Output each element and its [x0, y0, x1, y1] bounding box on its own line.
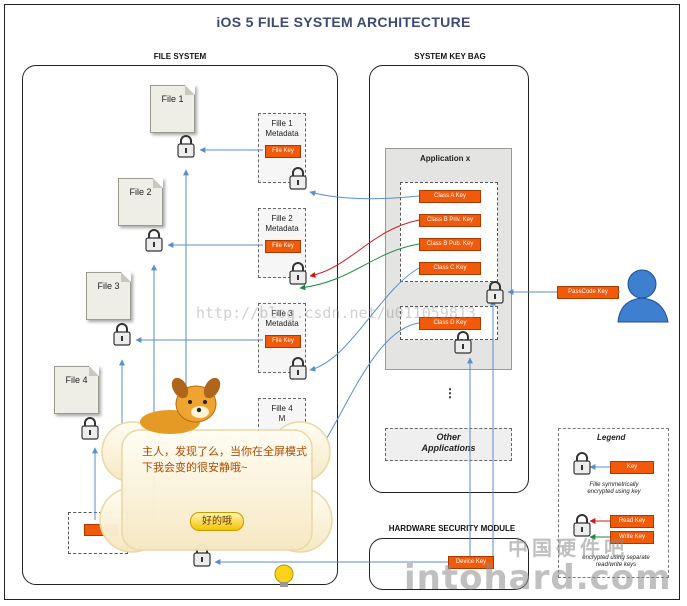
file-4-metadata-label: Fille 4 M: [271, 404, 293, 423]
class-c-key: Class C Key: [419, 262, 481, 275]
file-2-key: File Key: [265, 240, 301, 253]
dog-mascot: [140, 377, 221, 434]
legend-box: [558, 428, 669, 578]
file-2-document: File 2: [118, 178, 163, 226]
ellipsis: ⋮: [444, 386, 456, 400]
legend-write-key: Write Key: [610, 531, 654, 544]
legend-read-key: Read Key: [610, 515, 654, 528]
file-1-metadata-label: Fille 1 Metadata: [265, 119, 299, 138]
class-a-key: Class A Key: [419, 190, 481, 203]
site-watermark: intohard.com: [404, 558, 672, 598]
diagram-title: iOS 5 FILE SYSTEM ARCHITECTURE: [216, 14, 471, 30]
file-3-metadata-label: Fille 3 Metadata: [265, 309, 299, 328]
legend-title: Legend: [597, 433, 626, 442]
legend-text-2: encrypted using separate read/write keys: [582, 555, 650, 568]
file-3-document: File 3: [86, 272, 131, 320]
legend-text-1: Fille symmetrically encrypted using key: [587, 482, 641, 495]
file-3-metadata: Fille 3 Metadata File Key: [258, 303, 306, 373]
file-1-document: File 1: [150, 85, 195, 133]
file-1-label: File 1: [161, 94, 184, 104]
other-applications-box: Other Applications: [385, 428, 512, 461]
file-system-title: FILE SYSTEM: [153, 52, 207, 61]
class-d-key: Class D Key: [419, 317, 481, 330]
hsm-panel: [369, 538, 529, 590]
hsm-title: HARDWARE SECURITY MODULE: [388, 524, 516, 533]
file-2-metadata: Fille 2 Metadata File Key: [258, 208, 306, 278]
file-1-key: File Key: [265, 145, 301, 158]
file-3-label: File 3: [97, 281, 120, 291]
diagram-frame: [4, 4, 680, 600]
light-bulb-icon: [274, 564, 294, 587]
file-2-metadata-label: Fille 2 Metadata: [265, 214, 299, 233]
passcode-key: PassCode Key: [557, 286, 619, 299]
device-key: Device Key: [448, 556, 494, 569]
file-3-key: File Key: [265, 335, 301, 348]
system-key-bag-title: SYSTEM KEY BAG: [414, 52, 486, 61]
class-b-pub-key: Class B Pub. Key: [419, 238, 481, 251]
file-4-document: File 4: [54, 366, 99, 414]
file-2-label: File 2: [129, 187, 152, 197]
popup-message: 主人，发现了么，当你在全屏模式下我会变的很安静哦~: [142, 446, 307, 474]
cn-watermark: 中国硬件吧: [508, 538, 628, 560]
application-x-label: Application x: [420, 154, 471, 163]
class-b-priv-key: Class B Priv. Key: [419, 214, 481, 227]
legend-key: Key: [610, 461, 654, 474]
other-applications-label: Other Applications: [421, 432, 476, 453]
file-1-metadata: Fille 1 Metadata File Key: [258, 113, 306, 183]
file-4-label: File 4: [65, 375, 88, 385]
popup-ok-button[interactable]: 好的哦: [190, 512, 244, 531]
url-watermark: http://blog.csdn.net/u011059813: [196, 304, 476, 322]
